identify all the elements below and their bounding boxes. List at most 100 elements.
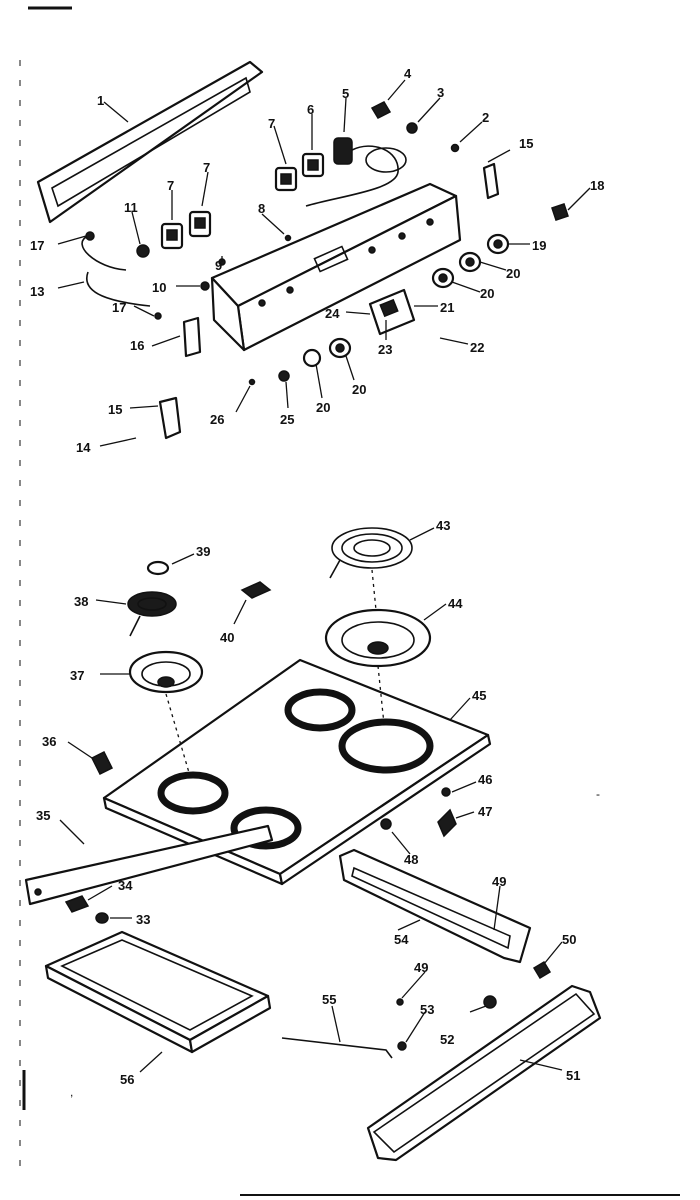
callout-19: 19	[532, 238, 546, 253]
knob-part-20a	[458, 251, 482, 273]
scan-stray-mark-2: -	[596, 787, 600, 801]
callout-2: 2	[482, 110, 489, 125]
bracket-part-15	[158, 396, 182, 440]
callout-51: 51	[566, 1068, 580, 1083]
callout-36: 36	[42, 734, 56, 749]
screw-part-33	[95, 912, 109, 924]
side-rail-part	[24, 824, 274, 906]
callout-8: 8	[258, 201, 265, 216]
assembly-drop-lines	[165, 569, 385, 777]
callout-37: 37	[70, 668, 84, 683]
callout-46: 46	[478, 772, 492, 787]
front-trim-part	[366, 984, 602, 1162]
callout-22: 22	[470, 340, 484, 355]
fastener-part-3	[406, 122, 418, 134]
knob-part-10	[200, 281, 210, 291]
switch-part-mid-left	[160, 222, 184, 250]
callout-7c: 7	[167, 178, 174, 193]
clip-part-50	[532, 960, 552, 980]
callout-34: 34	[118, 878, 133, 893]
terminal-block-part	[240, 581, 272, 599]
screw-part-2	[450, 143, 460, 153]
callout-56: 56	[120, 1072, 134, 1087]
fastener-part-46	[441, 787, 451, 797]
switch-block-part	[368, 288, 416, 336]
heating-element-large	[329, 527, 413, 579]
knob-part-20b	[431, 267, 455, 289]
callout-44: 44	[448, 596, 463, 611]
callout-15a: 15	[108, 402, 122, 417]
callout-49b: 49	[414, 960, 428, 975]
callout-24: 24	[325, 306, 340, 321]
callout-54: 54	[394, 932, 409, 947]
callout-18: 18	[590, 178, 604, 193]
drip-pan-small	[128, 650, 204, 694]
rod-part	[281, 1037, 393, 1059]
screw-part-26	[248, 378, 256, 386]
callout-15b: 15	[519, 136, 533, 151]
screw-part-25	[278, 370, 290, 382]
callout-10: 10	[152, 280, 166, 295]
callout-48: 48	[404, 852, 418, 867]
callout-5: 5	[342, 86, 349, 101]
callout-9: 9	[215, 258, 222, 273]
clip-part-36	[90, 750, 114, 776]
callout-52: 52	[440, 1032, 454, 1047]
callout-43: 43	[436, 518, 450, 533]
callout-23: 23	[378, 342, 392, 357]
top-leader-lines	[57, 79, 591, 447]
cooktop-leader-lines	[59, 527, 563, 1073]
knob-part-11	[136, 244, 150, 258]
screw-part-48	[380, 818, 392, 830]
bracket-part-34	[64, 895, 90, 913]
callout-14: 14	[76, 440, 91, 455]
knob-part-18	[551, 203, 569, 221]
screw-part-8	[284, 234, 292, 242]
callout-1: 1	[97, 93, 104, 108]
callout-11: 11	[124, 200, 138, 215]
fastener-part-4	[370, 101, 392, 119]
trim-strip-part	[36, 60, 264, 224]
callout-25: 25	[280, 412, 294, 427]
switch-part-top-mid	[301, 152, 325, 178]
tray-part	[44, 930, 272, 1054]
callout-20a: 20	[506, 266, 520, 281]
bracket-part-15-top	[482, 162, 500, 200]
switch-part-mid-right	[188, 210, 212, 238]
callout-38: 38	[74, 594, 88, 609]
screw-part-49	[396, 998, 404, 1006]
knob-part-20d	[302, 348, 322, 368]
callout-39: 39	[196, 544, 210, 559]
callout-55: 55	[322, 992, 336, 1007]
callout-16: 16	[130, 338, 144, 353]
callout-40: 40	[220, 630, 234, 645]
callout-50: 50	[562, 932, 576, 947]
callout-20d: 20	[316, 400, 330, 415]
callout-7b: 7	[203, 160, 210, 175]
drip-pan-large	[324, 608, 432, 668]
callout-6: 6	[307, 102, 314, 117]
knob-part-20c	[328, 337, 352, 359]
callout-45: 45	[472, 688, 486, 703]
bracket-part-16	[182, 316, 202, 358]
callout-3: 3	[437, 85, 444, 100]
trim-ring-small	[146, 560, 170, 576]
callout-53: 53	[420, 1002, 434, 1017]
scan-stray-mark: ,	[70, 1085, 73, 1099]
callout-labels: 1 2 3 4 5 6 7 7 7 8 9 10 11 17 13 17 16 …	[30, 66, 604, 1087]
screw-part-53	[397, 1041, 407, 1051]
callout-17: 17	[112, 300, 126, 315]
callout-33: 33	[136, 912, 150, 927]
callout-20b: 20	[480, 286, 494, 301]
heating-element-small	[127, 591, 177, 637]
rear-trim-part	[338, 848, 532, 964]
clip-part-52	[483, 995, 497, 1009]
knob-part-19	[486, 233, 510, 255]
callout-49a: 49	[492, 874, 506, 889]
switch-part-top-left	[274, 166, 298, 192]
callout-26: 26	[210, 412, 224, 427]
callout-35: 35	[36, 808, 50, 823]
timer-part	[305, 137, 407, 207]
callout-4: 4	[404, 66, 412, 81]
